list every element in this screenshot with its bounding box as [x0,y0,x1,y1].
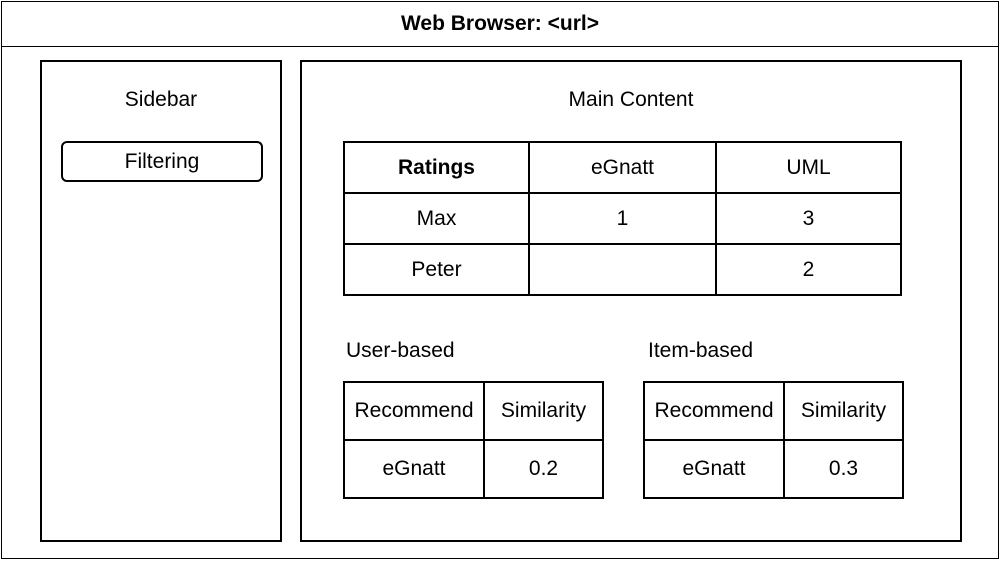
main-content: Main Content Ratings eGnatt UML Max 1 3 … [300,60,962,542]
ratings-row-max: Max 1 3 [343,192,902,245]
ratings-header-uml: UML [715,141,902,194]
user-based-cell: eGnatt [343,439,485,499]
user-based-row: eGnatt 0.2 [343,439,604,499]
item-based-cell: eGnatt [643,439,785,499]
main-content-title: Main Content [568,88,694,111]
ratings-cell: 2 [715,243,902,296]
ratings-header-row: Ratings eGnatt UML [343,141,902,194]
filtering-button-label: Filtering [124,149,200,173]
item-based-row: eGnatt 0.3 [643,439,904,499]
sidebar-title: Sidebar [124,88,198,111]
item-based-cell: 0.3 [783,439,904,499]
browser-title-bar: Web Browser: <url> [1,1,999,47]
ratings-cell: 1 [528,192,717,245]
ratings-table: Ratings eGnatt UML Max 1 3 Peter 2 [343,141,902,296]
item-based-table: Recommend Similarity eGnatt 0.3 [643,381,904,499]
user-based-label: User-based [346,339,455,362]
sidebar: Sidebar Filtering [40,60,282,542]
filtering-button[interactable]: Filtering [61,141,263,182]
ratings-cell: 3 [715,192,902,245]
window-title: Web Browser: <url> [400,12,599,35]
item-based-header-similarity: Similarity [783,381,904,441]
ratings-header-label: Ratings [343,141,530,194]
ratings-row-peter: Peter 2 [343,243,902,296]
user-based-header-similarity: Similarity [483,381,604,441]
item-based-label: Item-based [648,339,754,362]
ratings-cell [528,243,717,296]
ratings-header-egnatt: eGnatt [528,141,717,194]
user-based-header-recommend: Recommend [343,381,485,441]
ratings-cell: Max [343,192,530,245]
user-based-table: Recommend Similarity eGnatt 0.2 [343,381,604,499]
user-based-header-row: Recommend Similarity [343,381,604,441]
item-based-header-recommend: Recommend [643,381,785,441]
ratings-cell: Peter [343,243,530,296]
item-based-header-row: Recommend Similarity [643,381,904,441]
user-based-cell: 0.2 [483,439,604,499]
